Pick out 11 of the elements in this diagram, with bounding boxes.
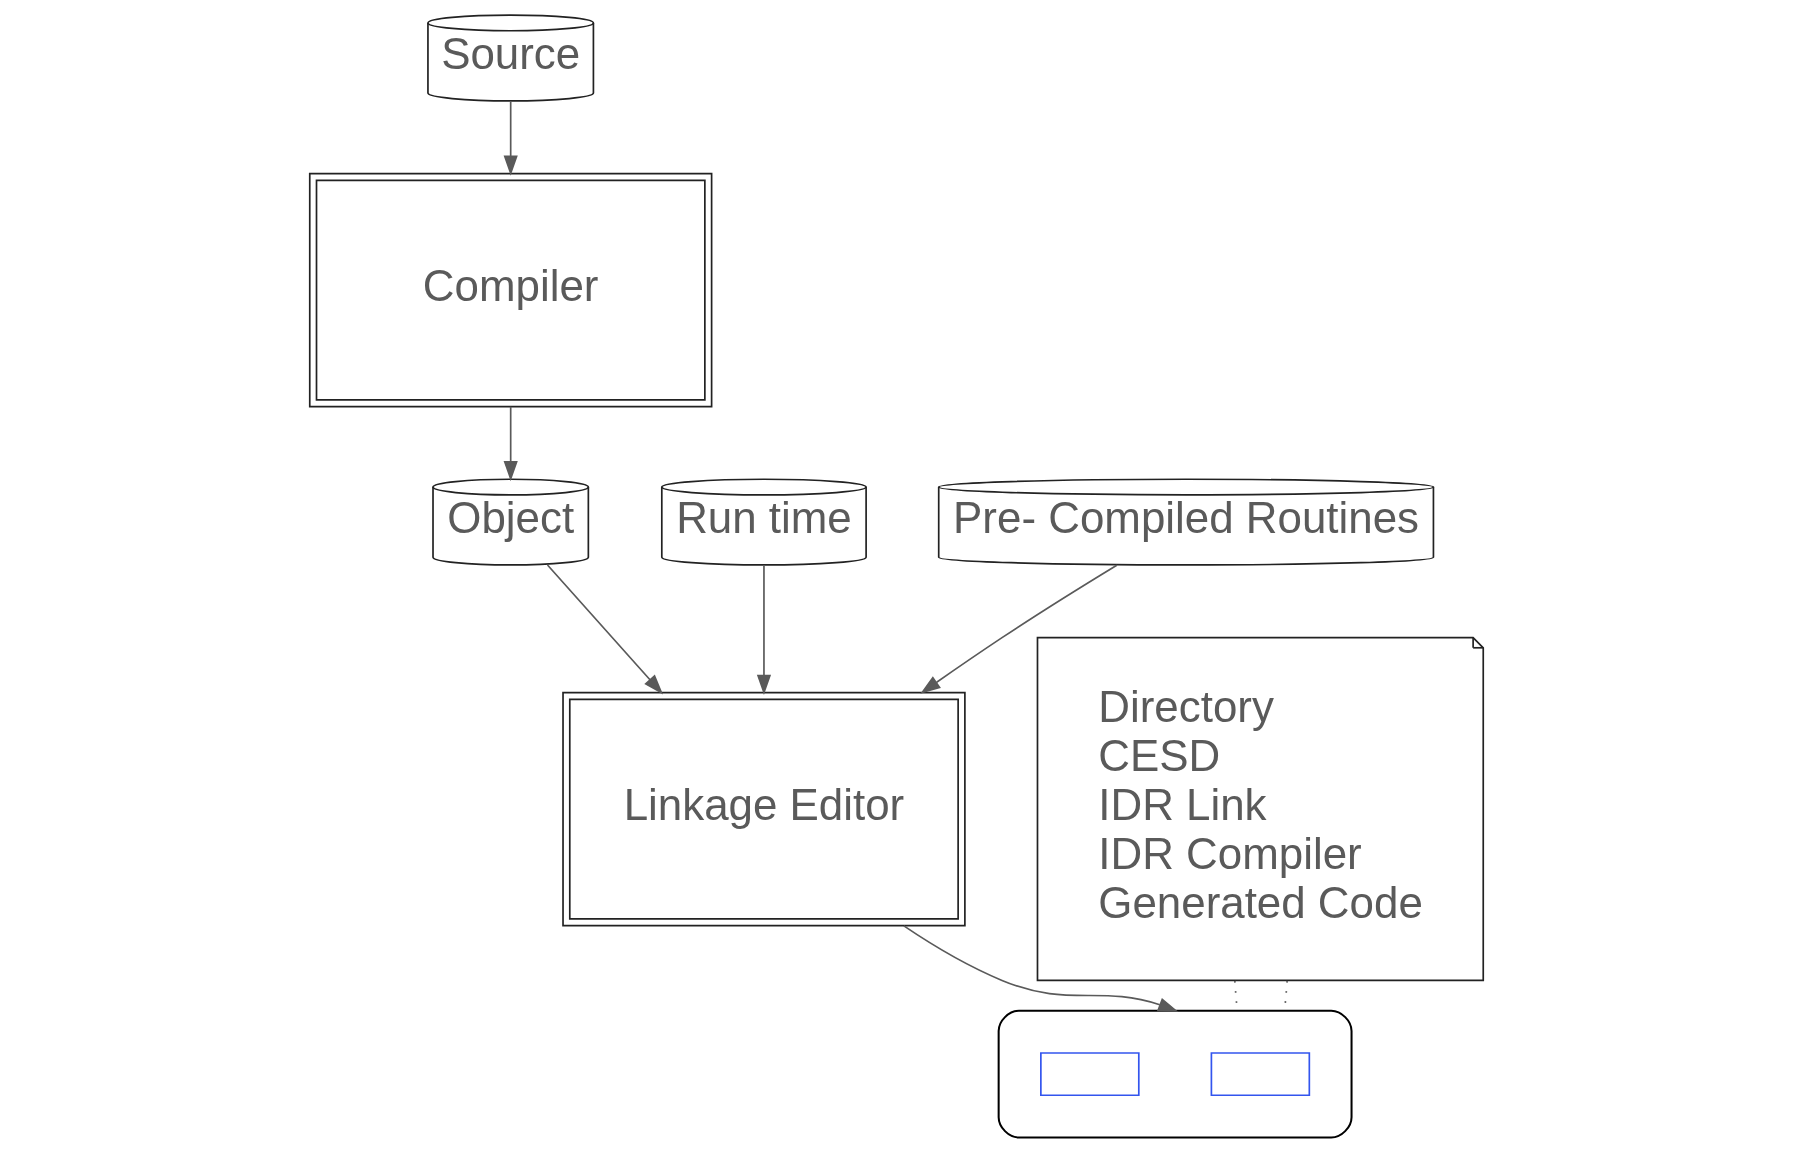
arrow — [756, 564, 772, 696]
node-box — [1210, 1052, 1311, 1097]
arrow — [546, 564, 664, 695]
arrow — [920, 564, 1118, 694]
arrow — [503, 405, 518, 482]
node-box — [1040, 1052, 1140, 1097]
cluster — [997, 1009, 1353, 1139]
arrow — [903, 925, 1179, 1012]
node-box: Linkage Editor — [562, 691, 966, 927]
arrow — [503, 100, 518, 176]
node-box: Compiler — [308, 172, 713, 408]
